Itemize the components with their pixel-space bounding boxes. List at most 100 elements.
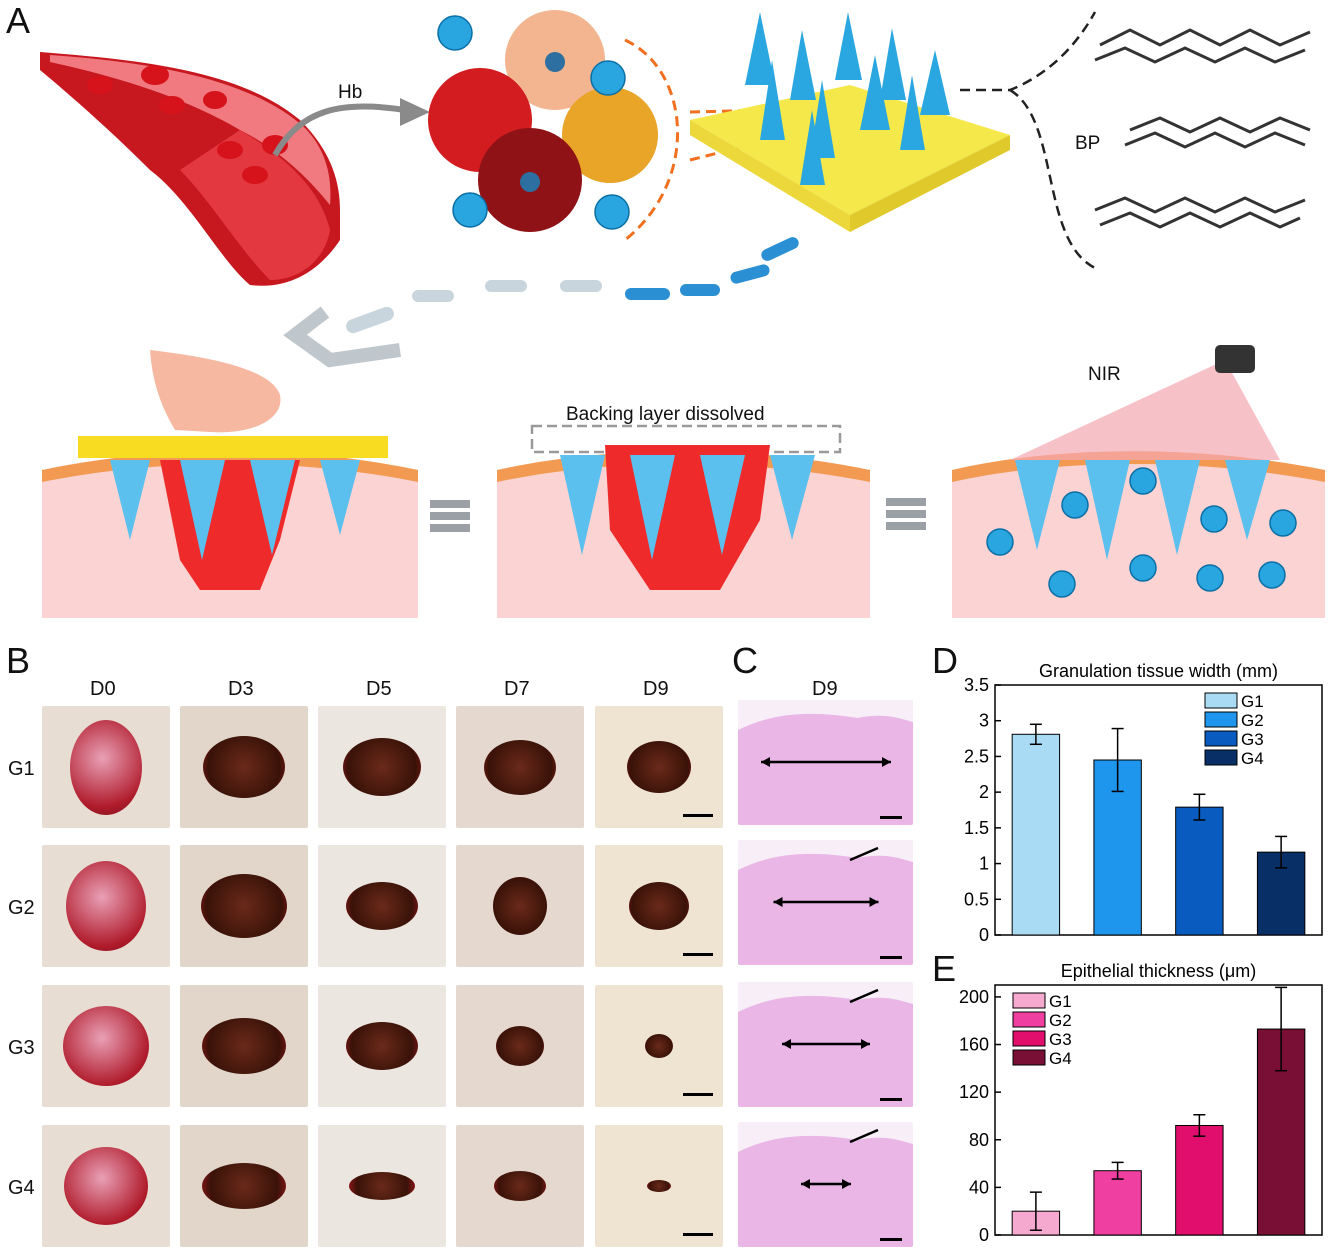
wound-area (343, 738, 421, 796)
wound-photo (456, 1125, 584, 1247)
histology-section (738, 982, 913, 1107)
panel-label-e: E (932, 948, 957, 989)
wound-area (201, 874, 287, 938)
wound-photo (42, 1125, 170, 1247)
wound-photo (456, 845, 584, 967)
microneedle-patch-illustration (690, 12, 1010, 232)
wound-area (647, 1180, 671, 1192)
o2-bubble-icon (594, 194, 630, 230)
panel-label-a: A (6, 0, 31, 41)
scale-bar (880, 816, 902, 819)
panel-label-c: C (732, 640, 758, 681)
tissue-stain (738, 713, 913, 825)
wound-photo (595, 1125, 723, 1247)
wound-area (494, 1171, 546, 1201)
day-label: D5 (366, 678, 392, 700)
tissue-stain (738, 1135, 913, 1247)
y-tick-label: 160 (959, 1035, 989, 1055)
legend-swatch (1204, 730, 1238, 747)
legend-label: G3 (1241, 730, 1264, 749)
wound-photo (595, 985, 723, 1107)
legend-label: G2 (1049, 1011, 1072, 1030)
epithelium-arrow-icon (849, 988, 879, 1004)
day-label: D0 (90, 678, 116, 700)
wound-area (66, 861, 146, 951)
y-tick-label: 0 (979, 1225, 989, 1245)
wound-area (346, 1022, 418, 1070)
day-label: D9 (643, 678, 669, 700)
wound-photo (318, 985, 446, 1107)
nir-lamp-icon (1215, 345, 1255, 373)
wound-area (70, 719, 142, 815)
o2-bubble-icon (590, 60, 626, 96)
wound-photo (456, 985, 584, 1107)
scale-bar (683, 953, 713, 956)
legend-swatch (1012, 1011, 1046, 1028)
epithelium-arrow-icon (849, 846, 879, 862)
plot-frame (994, 984, 1323, 1236)
y-tick-label: 0.5 (964, 889, 989, 909)
hb-label: Hb (338, 82, 363, 103)
histology-section (738, 840, 913, 965)
chart-title: Granulation tissue width (mm) (1039, 661, 1278, 681)
wound-area (346, 882, 418, 930)
process-arrow-icon (283, 237, 799, 368)
wound-area (202, 1018, 286, 1074)
legend-swatch (1204, 749, 1238, 766)
epithelium-arrow-icon (849, 1128, 879, 1144)
legend-swatch (1012, 1030, 1046, 1047)
legend-swatch (1012, 1049, 1046, 1066)
tissue-stain (738, 853, 913, 965)
tissue-stain (738, 995, 913, 1107)
legend-label: G1 (1049, 992, 1072, 1011)
wound-photo (180, 706, 308, 828)
bar (1093, 1170, 1142, 1236)
y-tick-label: 120 (959, 1082, 989, 1102)
panel-label-d: D (932, 640, 958, 681)
schematic-a (40, 10, 1325, 618)
skin-panel-1 (42, 350, 418, 618)
scale-bar (683, 1093, 713, 1096)
wound-photo (42, 845, 170, 967)
legend-label: G4 (1241, 749, 1264, 768)
backing-layer-label: Backing layer dissolved (566, 404, 765, 425)
wound-area (202, 1163, 286, 1209)
chart-title: Epithelial thickness (μm) (1061, 961, 1256, 981)
histology-section (738, 1122, 913, 1247)
hb-arrow (272, 103, 406, 157)
wound-area (484, 739, 556, 795)
wound-photo (595, 845, 723, 967)
legend-label: G2 (1241, 711, 1264, 730)
y-tick-label: 0 (979, 925, 989, 945)
bar (1011, 733, 1061, 936)
scale-bar (880, 956, 902, 959)
y-tick-label: 200 (959, 987, 989, 1007)
blood-vessel-illustration (40, 52, 340, 286)
wound-photo (42, 706, 170, 828)
skin-panel-3 (952, 345, 1325, 618)
y-tick-label: 1.5 (964, 818, 989, 838)
y-tick-label: 3.5 (964, 675, 989, 695)
y-tick-label: 2 (979, 782, 989, 802)
day-label: D3 (228, 678, 254, 700)
wound-area (64, 1147, 148, 1225)
wound-area (627, 741, 691, 793)
wound-photo (318, 1125, 446, 1247)
plot-frame (994, 684, 1323, 936)
histology-section (738, 700, 913, 825)
legend-swatch (1204, 692, 1238, 709)
y-tick-label: 2.5 (964, 746, 989, 766)
day-label: D7 (504, 678, 530, 700)
wound-area (203, 736, 285, 798)
bp-label: BP (1075, 133, 1101, 154)
y-tick-label: 1 (979, 854, 989, 874)
o2-bubble-icon (452, 192, 488, 228)
scale-bar (880, 1098, 902, 1101)
wound-area (349, 1172, 415, 1200)
wound-photo (318, 845, 446, 967)
skin-panel-2 (497, 424, 870, 618)
y-tick-label: 3 (979, 711, 989, 731)
bar (1175, 806, 1224, 936)
scale-bar (683, 814, 713, 817)
